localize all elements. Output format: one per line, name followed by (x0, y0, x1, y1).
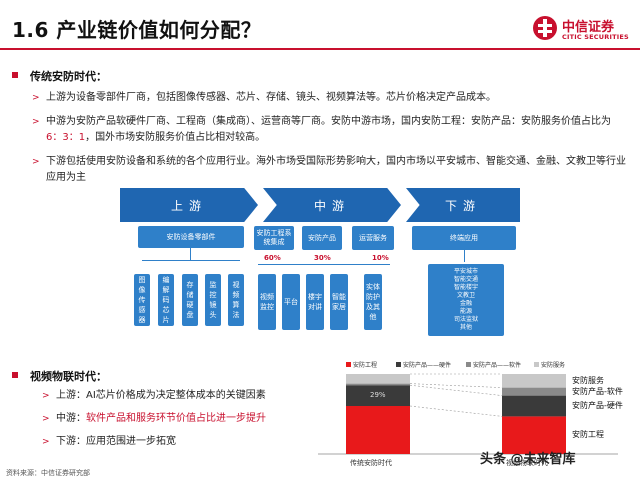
connector-line (258, 264, 390, 265)
connector-line (464, 250, 465, 262)
upstream-item: 视频算法 (228, 274, 244, 326)
mid-box-operations: 运营服务 (352, 226, 394, 250)
legend-label: 安防工程 (353, 362, 378, 369)
bullet-arrow-icon: > (42, 391, 50, 401)
stage-midstream: 中游 (263, 188, 401, 222)
legend-label: 安防产品——软件 (473, 362, 522, 369)
bar-segment (502, 387, 566, 396)
watermark: 头条 @未来智库 (480, 452, 576, 467)
mid-pct-engineering: 60% (264, 254, 281, 262)
traditional-bullet-downstream: > 下游包括使用安防设备和系统的各个应用行业。海外市场受国际形势影响大，国内市场… (32, 156, 626, 183)
series-connector (409, 405, 503, 417)
segment-label: 安防产品-硬件 (572, 401, 623, 410)
bullet-arrow-icon: > (32, 93, 40, 103)
data-label: 29% (370, 390, 386, 399)
upstream-item: 图像传感器 (134, 274, 150, 326)
traditional-bullet-upstream: > 上游为设备零部件厂商，包括图像传感器、芯片、存储、镜头、视频算法等。芯片价格… (32, 90, 626, 106)
section-square-icon (12, 372, 18, 378)
upstream-box: 安防设备零部件 (138, 226, 244, 248)
segment-label: 安防服务 (572, 375, 604, 385)
downstream-box: 终端应用 (412, 226, 516, 250)
section-square-icon (12, 72, 18, 78)
chart-svg (318, 373, 618, 455)
traditional-bullet-midstream: > 中游为安防产品软硬件厂商、工程商（集成商）、运营商等厂商。安防中游市场，国内… (32, 116, 611, 143)
bullet-arrow-icon: > (42, 437, 50, 447)
stage-downstream: 下游 (406, 188, 520, 222)
logo-text-en: CITIC SECURITIES (562, 33, 629, 41)
legend-item: 安防产品——硬件 (396, 360, 451, 369)
connector-line (190, 248, 191, 260)
bar-segment (346, 385, 410, 406)
bar-segment (346, 383, 410, 386)
iot-heading: 视频物联时代： (12, 368, 107, 384)
mid-box-engineering: 安防工程系统集成 (254, 226, 294, 250)
mid-pct-products: 30% (314, 254, 331, 262)
bar-segment (502, 374, 566, 388)
legend-label: 安防产品——硬件 (403, 362, 452, 369)
mid-box-products: 安防产品 (302, 226, 342, 250)
segment-label: 安防产品-软件 (572, 386, 623, 396)
traditional-heading: 传统安防时代： (12, 68, 107, 84)
segment-label: 安防工程 (572, 430, 604, 440)
iot-bullet-upstream: > 上游：AI芯片价格成为决定整体成本的关键因素 (42, 388, 336, 404)
bullet-arrow-icon: > (32, 157, 40, 167)
legend-swatch (466, 362, 471, 367)
mid-item: 平台 (282, 274, 300, 330)
category-label: 传统安防时代 (350, 459, 392, 467)
legend-swatch (534, 362, 539, 367)
legend-label: 安防服务 (541, 362, 566, 369)
upstream-item: 编解码芯片 (158, 274, 174, 326)
iot-highlight: 软件产品和服务环节价值占比进一步提升 (86, 413, 266, 424)
stage-upstream: 上游 (120, 188, 258, 222)
mid-item: 实体防护及其他 (364, 274, 382, 330)
title-divider (0, 48, 640, 50)
bar-segment (346, 406, 410, 454)
page-title: 1.6 产业链价值如何分配？ (12, 18, 262, 42)
upstream-item: 存储硬盘 (182, 274, 198, 326)
ratio-highlight: 6：3：1 (46, 132, 86, 143)
mid-item: 视频监控 (258, 274, 276, 330)
mid-item: 楼宇对讲 (306, 274, 324, 330)
logo-text-cn: 中信证券 (562, 20, 615, 35)
iot-bullet-midstream: > 中游：软件产品和服务环节价值占比进一步提升 (42, 411, 336, 427)
legend-item: 安防服务 (534, 360, 565, 369)
downstream-list: 平安城市 智能交通 智能楼宇 文教卫 金融 能源 司法监狱 其他 (428, 264, 504, 336)
mid-pct-operations: 10% (372, 254, 389, 262)
legend-item: 安防工程 (346, 360, 377, 369)
legend-swatch (396, 362, 401, 367)
mid-item: 智能家居 (330, 274, 348, 330)
bullet-arrow-icon: > (32, 117, 40, 127)
legend-item: 安防产品——软件 (466, 360, 521, 369)
upstream-item: 监控镜头 (205, 274, 221, 326)
bar-segment (502, 395, 566, 417)
bullet-arrow-icon: > (42, 414, 50, 424)
bar-segment (502, 416, 566, 454)
category-label: 视频物联时代 (506, 459, 548, 467)
series-connector (409, 384, 503, 396)
citic-logo: 中信证券 CITIC SECURITIES (532, 13, 636, 45)
citic-logo-icon (533, 16, 557, 40)
source-note: 资料来源：中信证券研究部 (6, 469, 90, 477)
series-connector (409, 383, 503, 388)
iot-bullet-downstream: > 下游：应用范围进一步拓宽 (42, 434, 336, 450)
bar-segment (346, 374, 410, 384)
legend-swatch (346, 362, 351, 367)
connector-line (142, 260, 240, 261)
